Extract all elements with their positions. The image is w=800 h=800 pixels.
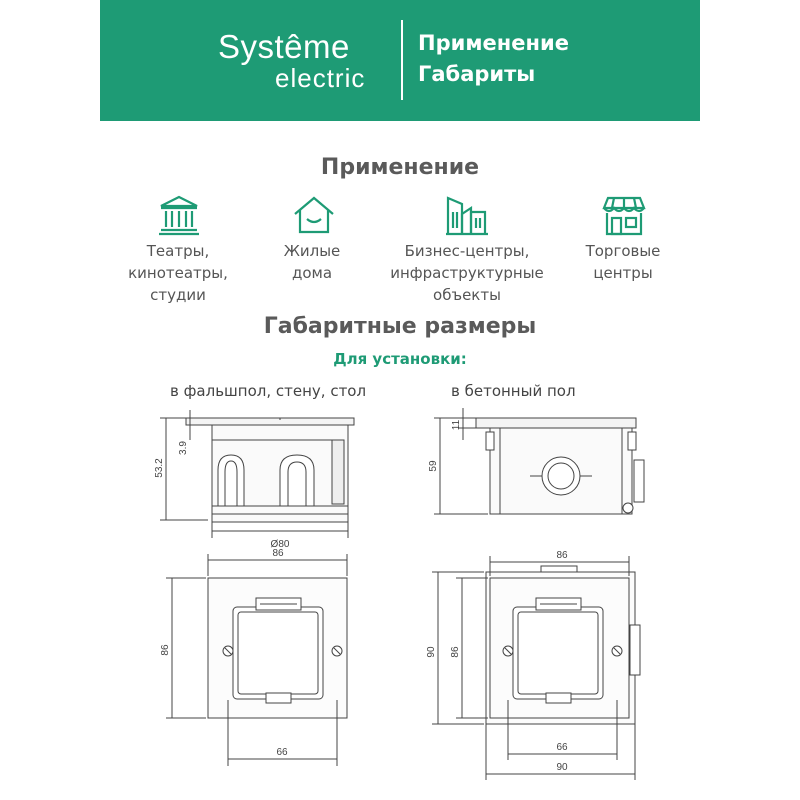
application-label-line: Торговые (585, 242, 661, 260)
dimensions-title: Габаритные размеры (263, 314, 537, 339)
application-title: Применение (320, 155, 480, 180)
header-title-line1: Применение (418, 31, 569, 55)
application-item-theaters: Театры, кинотеатры, студии (88, 240, 268, 306)
header-banner: Systême electric Применение Габариты (100, 0, 700, 121)
application-label-line: объекты (433, 286, 501, 304)
dim-right-top-inner-height: 86 (450, 646, 461, 658)
application-label-line: Жилые (283, 242, 341, 260)
top-view-concrete-floor (432, 556, 641, 780)
shop-icon (602, 196, 646, 236)
install-label-concrete-floor: в бетонный пол (451, 382, 576, 400)
application-label-line: Бизнес-центры, (404, 242, 530, 260)
dim-right-top-inner: 66 (556, 742, 568, 753)
side-view-concrete-floor (434, 408, 645, 515)
dim-right-top-outer-width: 90 (556, 762, 568, 773)
install-label-raised-floor: в фальшпол, стену, стол (170, 382, 367, 400)
dim-left-top-width: 86 (272, 548, 284, 559)
brand-logo-line1: Systême (218, 28, 350, 65)
dim-left-top-height: 86 (160, 644, 171, 656)
application-label-line: Театры, (146, 242, 210, 260)
application-label-line: студии (150, 286, 206, 304)
dim-left-side-height: 53.2 (154, 458, 165, 478)
dim-right-top-width: 86 (556, 550, 568, 561)
dim-right-side-lip: 11 (451, 419, 462, 430)
application-label-line: кинотеатры, (128, 264, 228, 282)
application-item-shopping: Торговые центры (533, 240, 713, 284)
dimensions-subtitle: Для установки: (333, 350, 467, 368)
dim-left-side-lip: 3.9 (178, 441, 189, 455)
dim-left-side-diameter: Ø80 (271, 539, 290, 550)
application-label-line: инфраструктурные (390, 264, 544, 282)
dim-right-top-outer-height: 90 (426, 646, 437, 658)
brand-logo-line2: electric (275, 63, 366, 93)
dim-right-side-height: 59 (428, 460, 439, 472)
office-buildings-icon (446, 196, 488, 236)
application-label-line: центры (593, 264, 653, 282)
application-item-business: Бизнес-центры, инфраструктурные объекты (377, 240, 557, 306)
side-view-raised-floor (160, 410, 355, 538)
header-title-line2: Габариты (418, 62, 536, 86)
application-item-residential: Жилые дома (222, 240, 402, 284)
top-view-raised-floor (166, 554, 348, 766)
theater-icon (159, 195, 199, 236)
application-label-line: дома (291, 264, 333, 282)
house-icon (294, 196, 334, 234)
header-divider (401, 20, 403, 100)
dim-left-top-inner: 66 (276, 747, 288, 758)
